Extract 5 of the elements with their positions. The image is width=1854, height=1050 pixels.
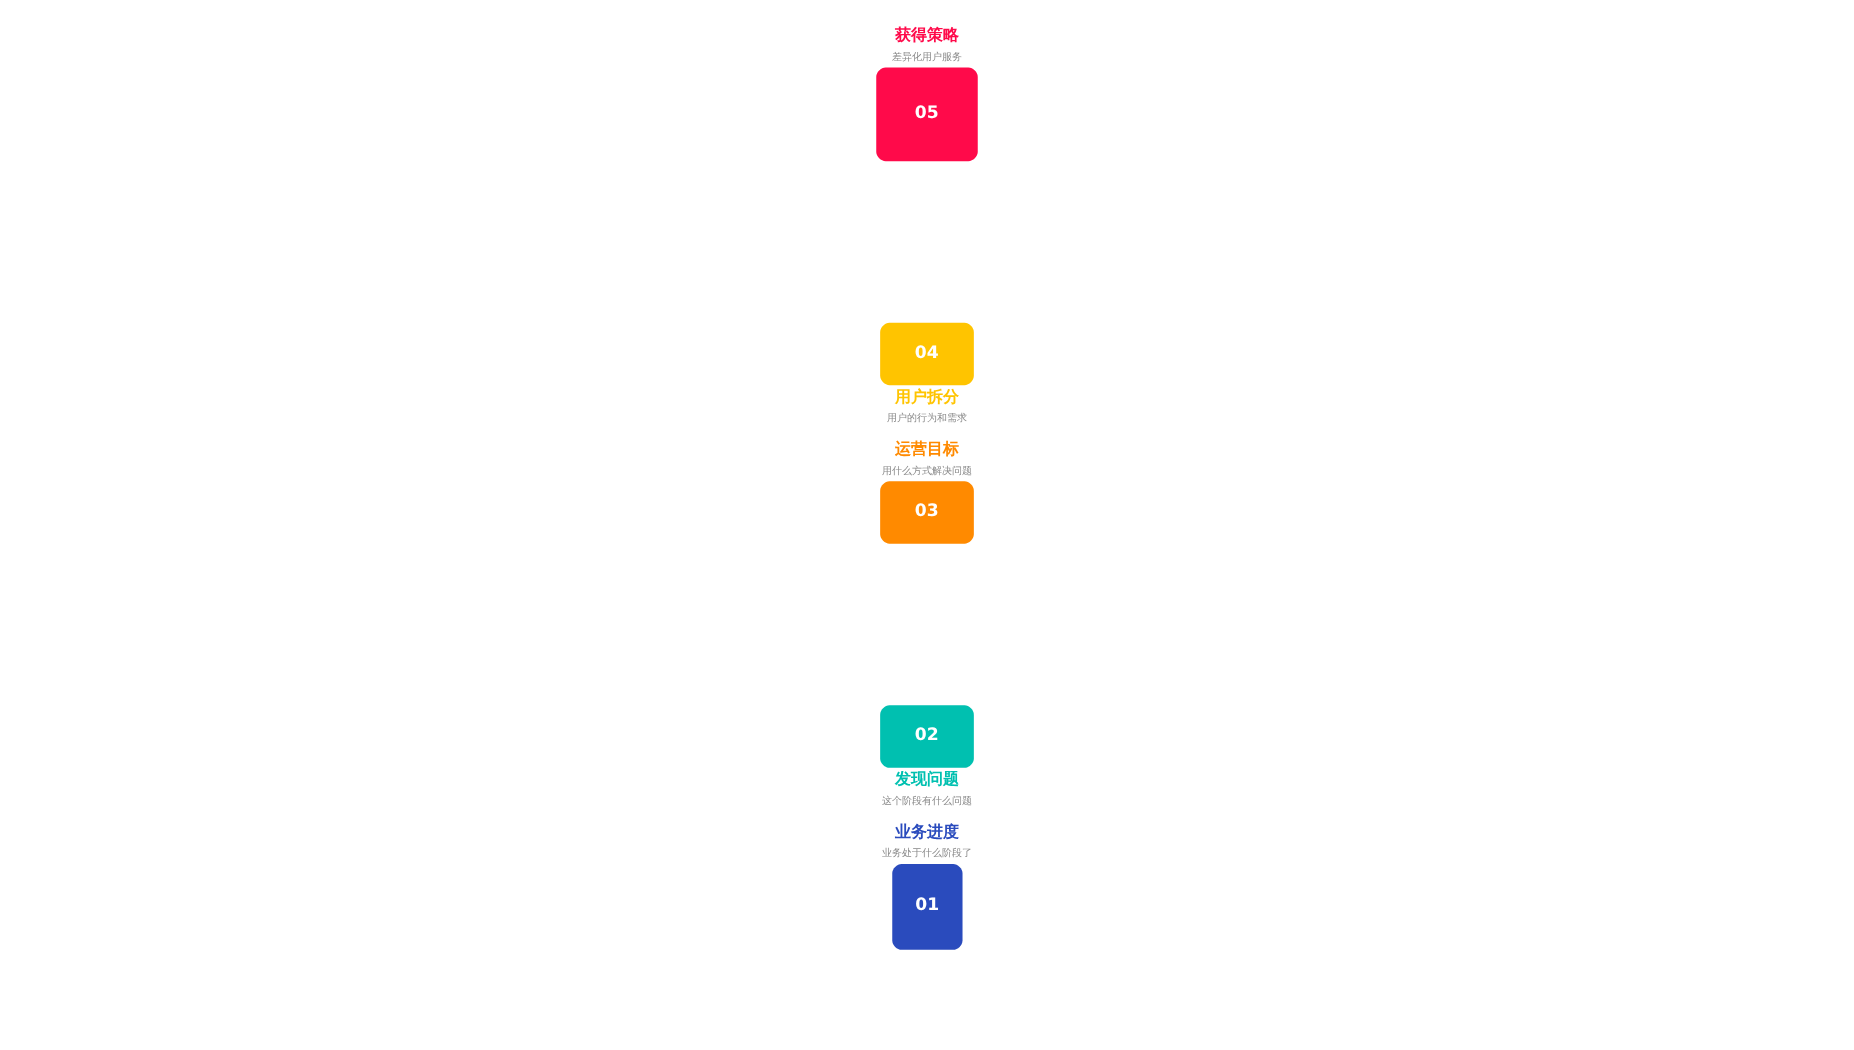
node-box: 05 bbox=[876, 67, 978, 162]
node-box: 04 bbox=[880, 322, 974, 386]
node-box: 01 bbox=[892, 863, 963, 950]
node-box: 02 bbox=[880, 705, 974, 768]
node-box: 03 bbox=[880, 481, 974, 544]
